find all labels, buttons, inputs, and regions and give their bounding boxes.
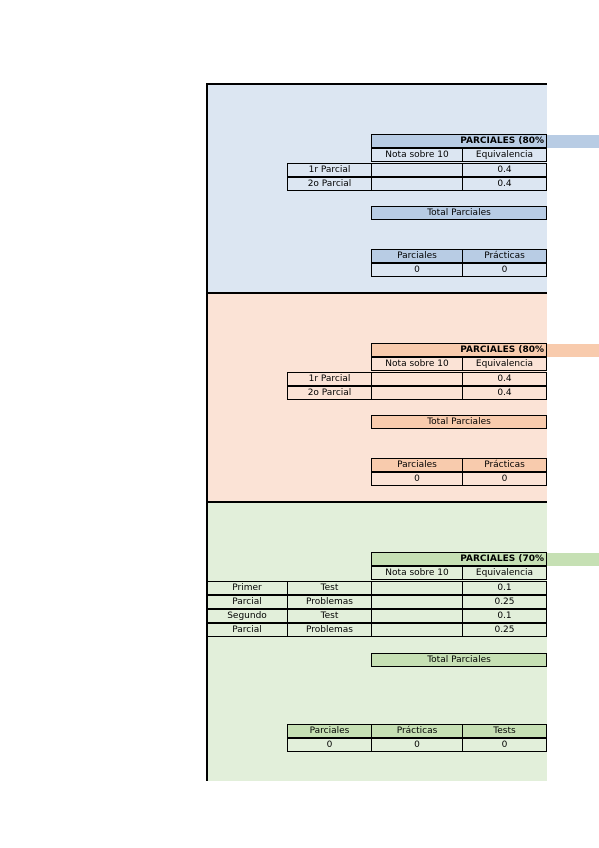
summary-value-parciales: 0 [371, 472, 463, 486]
equivalencia-cell: 0.4 [462, 177, 547, 191]
equivalencia-cell: 0.4 [462, 386, 547, 400]
nota-cell[interactable] [371, 609, 463, 623]
equivalencia-cell: 0.25 [462, 623, 547, 637]
equivalencia-cell: 0.4 [462, 372, 547, 386]
nota-column-header: Nota sobre 10 [371, 566, 463, 580]
group-label: Parcial [206, 595, 288, 609]
summary-value-practicas: 0 [462, 263, 547, 277]
type-label: Test [287, 609, 372, 623]
equivalencia-column-header: Equivalencia [462, 148, 547, 162]
group-label: Primer [206, 581, 288, 595]
summary-value-tests: 0 [462, 738, 547, 752]
parciales-header: PARCIALES (80% [371, 134, 547, 148]
summary-header-tests: Tests [462, 724, 547, 738]
type-label: Problemas [287, 623, 372, 637]
row-label: 1r Parcial [287, 163, 372, 177]
summary-header-parciales: Parciales [287, 724, 372, 738]
top-border [206, 83, 547, 85]
left-border [206, 84, 208, 781]
group-label: Parcial [206, 623, 288, 637]
nota-cell[interactable] [371, 595, 463, 609]
summary-value-parciales: 0 [287, 738, 372, 752]
header-bar-overflow [547, 344, 599, 357]
group-label: Segundo [206, 609, 288, 623]
header-bar-overflow [547, 553, 599, 566]
nota-cell[interactable] [371, 163, 463, 177]
section-divider-2 [206, 501, 547, 503]
row-label: 2o Parcial [287, 177, 372, 191]
nota-column-header: Nota sobre 10 [371, 148, 463, 162]
nota-cell[interactable] [371, 386, 463, 400]
header-bar-overflow [547, 135, 599, 148]
summary-header-parciales: Parciales [371, 458, 463, 472]
nota-cell[interactable] [371, 623, 463, 637]
equivalencia-column-header: Equivalencia [462, 357, 547, 371]
section-divider-1 [206, 292, 547, 294]
nota-cell[interactable] [371, 581, 463, 595]
nota-cell[interactable] [371, 372, 463, 386]
type-label: Problemas [287, 595, 372, 609]
summary-header-parciales: Parciales [371, 249, 463, 263]
total-parciales-label: Total Parciales [371, 206, 547, 220]
equivalencia-column-header: Equivalencia [462, 566, 547, 580]
row-label: 1r Parcial [287, 372, 372, 386]
nota-column-header: Nota sobre 10 [371, 357, 463, 371]
equivalencia-cell: 0.1 [462, 609, 547, 623]
summary-value-practicas: 0 [371, 738, 463, 752]
total-parciales-label: Total Parciales [371, 653, 547, 667]
total-parciales-label: Total Parciales [371, 415, 547, 429]
parciales-header: PARCIALES (70% [371, 552, 547, 566]
row-label: 2o Parcial [287, 386, 372, 400]
type-label: Test [287, 581, 372, 595]
equivalencia-cell: 0.25 [462, 595, 547, 609]
summary-header-practicas: Prácticas [371, 724, 463, 738]
parciales-header: PARCIALES (80% [371, 343, 547, 357]
equivalencia-cell: 0.4 [462, 163, 547, 177]
summary-header-practicas: Prácticas [462, 458, 547, 472]
summary-header-practicas: Prácticas [462, 249, 547, 263]
summary-value-parciales: 0 [371, 263, 463, 277]
nota-cell[interactable] [371, 177, 463, 191]
summary-value-practicas: 0 [462, 472, 547, 486]
equivalencia-cell: 0.1 [462, 581, 547, 595]
